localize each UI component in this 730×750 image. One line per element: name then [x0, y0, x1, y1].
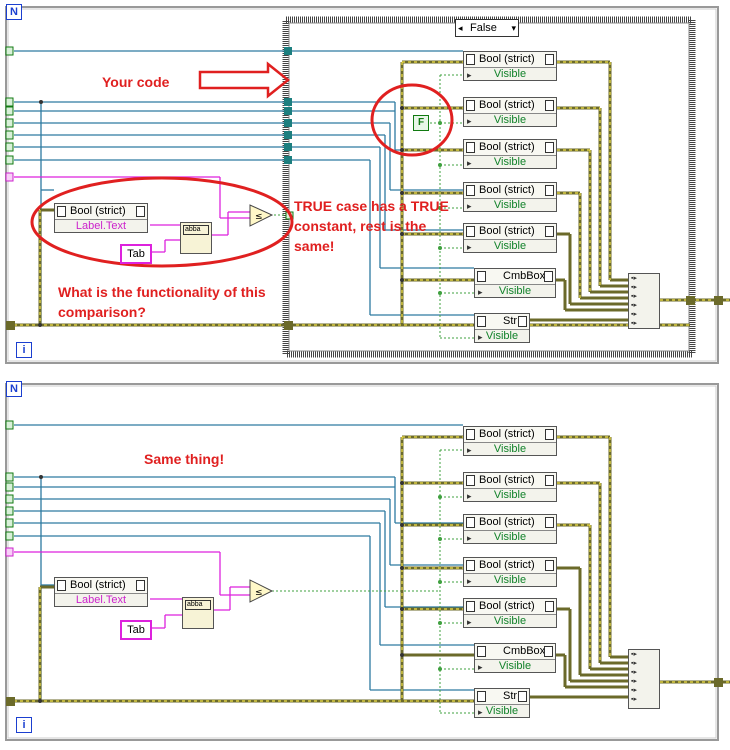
top-block-diagram: ≤ N i ◂ False ▾ — [0, 0, 730, 372]
annotation-arrow — [198, 61, 291, 99]
node-property: Visible — [493, 443, 527, 455]
svg-text:≤: ≤ — [255, 588, 263, 598]
node-property: Visible — [493, 156, 527, 168]
node-title: Bool (strict) — [479, 559, 535, 571]
arrow-icon: ▸ — [467, 445, 472, 455]
note-your-code: Your code — [102, 74, 170, 90]
annotation-ellipse-constant — [370, 83, 454, 157]
node-property: Visible — [498, 285, 532, 297]
node-title: Str — [503, 690, 518, 702]
node-title: Bool (strict) — [479, 474, 535, 486]
visible-property-node[interactable]: Bool (strict) ▸ Visible — [463, 51, 557, 81]
annotation-ellipse-comparison — [30, 176, 294, 268]
node-property: Visible — [493, 240, 527, 252]
concatenate-strings-node[interactable]: abba — [180, 222, 212, 254]
arrow-icon: ▸ — [478, 707, 483, 717]
node-title: Bool (strict) — [479, 225, 535, 237]
decrement-case-icon[interactable]: ◂ — [458, 23, 463, 33]
visible-property-node[interactable]: Bool (strict) ▸ Visible — [463, 514, 557, 544]
node-title: Bool (strict) — [479, 428, 535, 440]
node-title: Bool (strict) — [70, 205, 126, 217]
tab-constant[interactable]: Tab — [120, 620, 152, 640]
for-loop-frame[interactable] — [5, 6, 719, 364]
for-loop-frame[interactable] — [5, 383, 719, 741]
not-equal-compare-node[interactable] — [249, 204, 274, 227]
false-constant[interactable]: F — [413, 115, 429, 131]
case-selector-label: False — [470, 22, 497, 34]
loop-iteration-terminal[interactable]: i — [16, 342, 32, 358]
str-visible-node[interactable]: Str ▸ Visible — [474, 688, 530, 718]
for-loop-count-terminal[interactable]: N — [6, 381, 22, 397]
bottom-wires: ≤ — [5, 383, 730, 741]
node-title: Bool (strict) — [479, 184, 535, 196]
build-array-node[interactable]: ▪▸▪▸▪▸▪▸▪▸▪▸ — [628, 649, 660, 709]
note-true-case: TRUE case has a TRUE constant, rest is t… — [294, 198, 449, 254]
node-property: Visible — [493, 574, 527, 586]
arrow-icon: ▸ — [467, 116, 472, 126]
node-title: Str — [503, 315, 518, 327]
note-question: What is the functionality of this compar… — [58, 284, 266, 320]
bottom-block-diagram: ≤ N i Same thing! Bool (strict) Label.Te… — [0, 377, 730, 750]
label-text-property-node[interactable]: Bool (strict) Label.Text — [54, 203, 148, 233]
node-property: Visible — [485, 705, 519, 717]
node-title: Bool (strict) — [70, 579, 126, 591]
build-array-node[interactable]: ▪▸▪▸▪▸▪▸▪▸▪▸ — [628, 273, 660, 329]
loop-iteration-terminal[interactable]: i — [16, 717, 32, 733]
case-selector[interactable]: ◂ False ▾ — [455, 19, 519, 37]
node-title: Bool (strict) — [479, 600, 535, 612]
concat-label: abba — [185, 600, 211, 610]
cmbbox-visible-node[interactable]: CmbBox ▸ Visible — [474, 268, 556, 298]
node-title: Bool (strict) — [479, 53, 535, 65]
visible-property-node[interactable]: Bool (strict) ▸ Visible — [463, 97, 557, 127]
concat-label: abba — [183, 225, 209, 235]
node-title: Bool (strict) — [479, 516, 535, 528]
arrow-icon: ▸ — [478, 287, 483, 297]
node-property: Visible — [493, 199, 527, 211]
visible-property-node[interactable]: Bool (strict) ▸ Visible — [463, 182, 557, 212]
case-dropdown-icon[interactable]: ▾ — [511, 23, 516, 33]
visible-property-node[interactable]: Bool (strict) ▸ Visible — [463, 139, 557, 169]
svg-text:≤: ≤ — [255, 212, 263, 222]
cmbbox-visible-node[interactable]: CmbBox ▸ Visible — [474, 643, 556, 673]
node-title: Bool (strict) — [479, 141, 535, 153]
node-property: Visible — [485, 330, 519, 342]
visible-property-node[interactable]: Bool (strict) ▸ Visible — [463, 557, 557, 587]
node-property: Visible — [493, 489, 527, 501]
note-same-thing: Same thing! — [144, 451, 225, 467]
concatenate-strings-node[interactable]: abba — [182, 597, 214, 629]
label-text-property-node[interactable]: Bool (strict) Label.Text — [54, 577, 148, 607]
arrow-icon: ▸ — [467, 617, 472, 627]
arrow-icon: ▸ — [467, 576, 472, 586]
str-visible-node[interactable]: Str ▸ Visible — [474, 313, 530, 343]
visible-property-node[interactable]: Bool (strict) ▸ Visible — [463, 223, 557, 253]
tab-constant[interactable]: Tab — [120, 244, 152, 264]
arrow-icon: ▸ — [467, 201, 472, 211]
arrow-icon: ▸ — [467, 533, 472, 543]
node-title: Bool (strict) — [479, 99, 535, 111]
node-property: Label.Text — [75, 594, 127, 606]
node-title: CmbBox — [503, 645, 546, 657]
visible-property-node[interactable]: Bool (strict) ▸ Visible — [463, 472, 557, 502]
not-equal-compare-node[interactable] — [249, 579, 274, 603]
node-property: Visible — [493, 531, 527, 543]
visible-property-node[interactable]: Bool (strict) ▸ Visible — [463, 426, 557, 456]
arrow-icon: ▸ — [467, 70, 472, 80]
node-title: CmbBox — [503, 270, 546, 282]
arrow-icon: ▸ — [467, 158, 472, 168]
visible-property-node[interactable]: Bool (strict) ▸ Visible — [463, 598, 557, 628]
arrow-icon: ▸ — [478, 662, 483, 672]
node-property: Visible — [493, 114, 527, 126]
node-property: Visible — [493, 68, 527, 80]
node-property: Visible — [498, 660, 532, 672]
arrow-icon: ▸ — [467, 242, 472, 252]
node-property: Visible — [493, 615, 527, 627]
for-loop-count-terminal[interactable]: N — [6, 4, 22, 20]
node-property: Label.Text — [75, 220, 127, 232]
arrow-icon: ▸ — [467, 491, 472, 501]
arrow-icon: ▸ — [478, 332, 483, 342]
top-wires: ≤ — [5, 6, 730, 364]
